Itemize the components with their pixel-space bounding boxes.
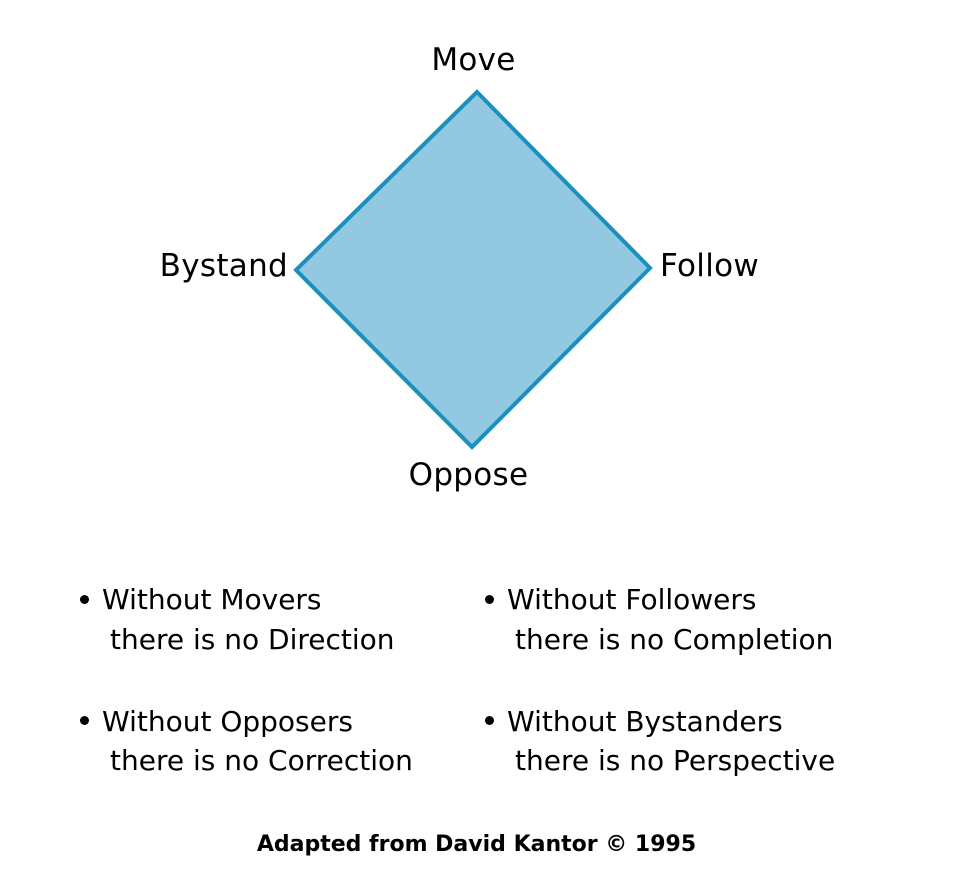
bullet-first-line: Without Movers (80, 580, 485, 620)
bullet-first-line: Without Followers (485, 580, 915, 620)
attribution-footer: Adapted from David Kantor © 1995 (256, 832, 697, 857)
bullet-text-line1: Without Followers (507, 583, 757, 616)
bullet-dot-icon (485, 594, 494, 604)
vertex-label-bystand: Bystand (159, 248, 288, 284)
vertex-label-follow: Follow (660, 248, 760, 284)
diamond-shape (293, 89, 653, 450)
list-item: Without Movers there is no Direction (80, 580, 485, 660)
list-item: Without Followers there is no Completion (485, 580, 915, 660)
bullet-text-line1: Without Opposers (102, 704, 353, 738)
bullet-list: Without Movers there is no Direction Wit… (0, 580, 957, 781)
bullet-text-line2: there is no Completion (515, 622, 834, 656)
bullet-dot-icon (80, 594, 89, 604)
bullet-first-line: Without Opposers (80, 702, 485, 742)
vertex-label-move: Move (431, 42, 516, 78)
bullet-dot-icon (485, 716, 494, 726)
bullet-text-line2: there is no Perspective (515, 744, 836, 778)
bullet-text-line1: Without Bystanders (507, 704, 783, 738)
diamond-polygon (293, 89, 653, 450)
list-item: Without Opposers there is no Correction (80, 702, 485, 782)
vertex-label-oppose: Oppose (408, 457, 529, 493)
list-item: Without Bystanders there is no Perspecti… (485, 702, 915, 782)
bullet-dot-icon (80, 716, 89, 726)
bullet-text-line1: Without Movers (102, 583, 322, 616)
bullet-text-line2: there is no Correction (110, 744, 413, 778)
four-player-model-diagram: Move Follow Oppose Bystand (159, 42, 760, 493)
bullet-text-line2: there is no Direction (110, 622, 395, 656)
bullet-first-line: Without Bystanders (485, 702, 915, 742)
